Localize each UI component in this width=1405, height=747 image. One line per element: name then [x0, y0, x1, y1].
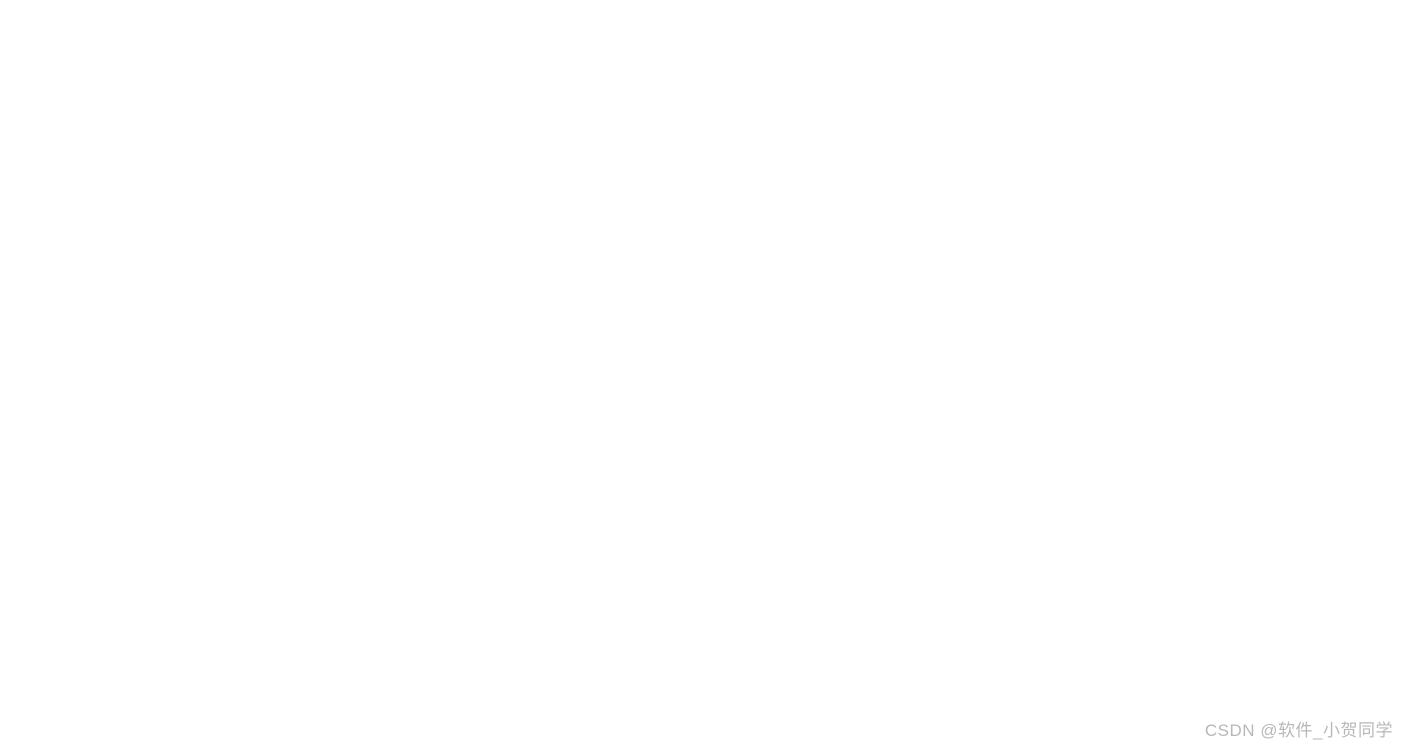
csdn-watermark: CSDN @软件_小贺同学: [1204, 721, 1393, 740]
